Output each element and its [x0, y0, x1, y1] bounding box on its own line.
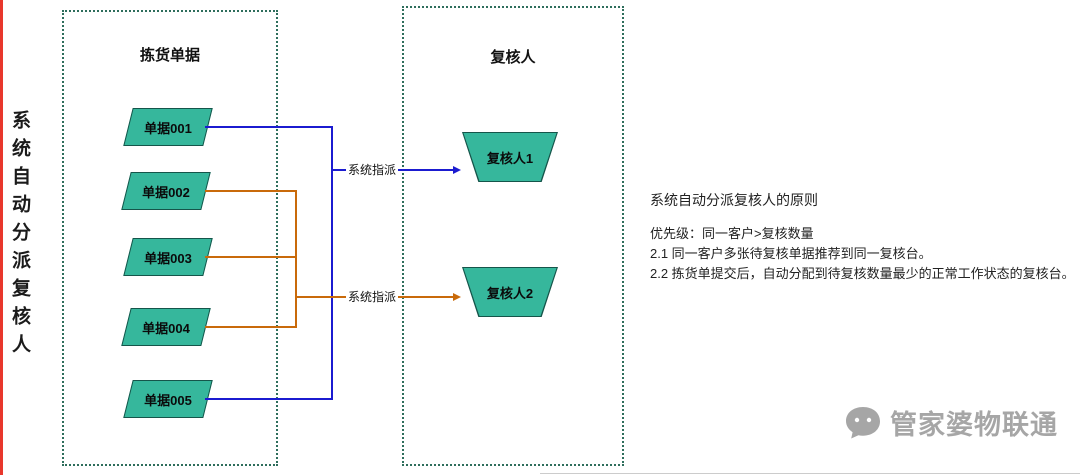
order-node-label: 单据002 — [142, 184, 190, 200]
note-line-2-1: 2.1 同一客户多张待复核单据推荐到同一复核台。 — [650, 246, 932, 261]
reviewer-node-1: 复核人1 — [462, 132, 558, 182]
bottom-divider — [540, 473, 1080, 474]
notes-title: 系统自动分派复核人的原则 — [650, 192, 818, 208]
order-node-label: 单据005 — [144, 392, 192, 408]
reviewers-groupbox: 复核人 — [402, 6, 624, 466]
order-node-002: 单据002 — [121, 172, 211, 210]
system-assign-label-blue: 系统指派 — [346, 163, 399, 177]
note-line-priority: 优先级：同一客户>复核数量 — [650, 226, 814, 241]
reviewers-title: 复核人 — [490, 49, 536, 66]
order-node-004: 单据004 — [121, 308, 211, 346]
order-node-label: 单据004 — [142, 320, 190, 336]
order-node-005: 单据005 — [123, 380, 213, 418]
brand-text: 管家婆物联通 — [890, 410, 1058, 440]
note-line-2-2: 2.2 拣货单提交后，自动分配到待复核数量最少的正常工作状态的复核台。 — [650, 266, 1075, 281]
reviewer-node-label: 复核人1 — [486, 150, 534, 166]
chat-bubble-logo-icon — [846, 406, 880, 438]
vertical-title: 系统自动分派复核人 — [9, 110, 30, 362]
trapezoid-fill — [463, 268, 557, 316]
trapezoid-fill — [463, 133, 557, 181]
brand-logo: 管家婆物联通 — [843, 403, 1058, 442]
order-node-label: 单据001 — [144, 120, 192, 136]
notes-block: 系统自动分派复核人的原则 优先级：同一客户>复核数量 2.1 同一客户多张待复核… — [650, 190, 1075, 284]
order-node-label: 单据003 — [144, 250, 192, 266]
order-node-003: 单据003 — [123, 238, 213, 276]
reviewer-node-label: 复核人2 — [486, 285, 534, 301]
reviewer-node-2: 复核人2 — [462, 267, 558, 317]
left-red-accent-bar — [0, 0, 3, 475]
order-node-001: 单据001 — [123, 108, 213, 146]
system-assign-label-orange: 系统指派 — [346, 290, 399, 304]
picking-orders-title: 拣货单据 — [139, 47, 200, 64]
